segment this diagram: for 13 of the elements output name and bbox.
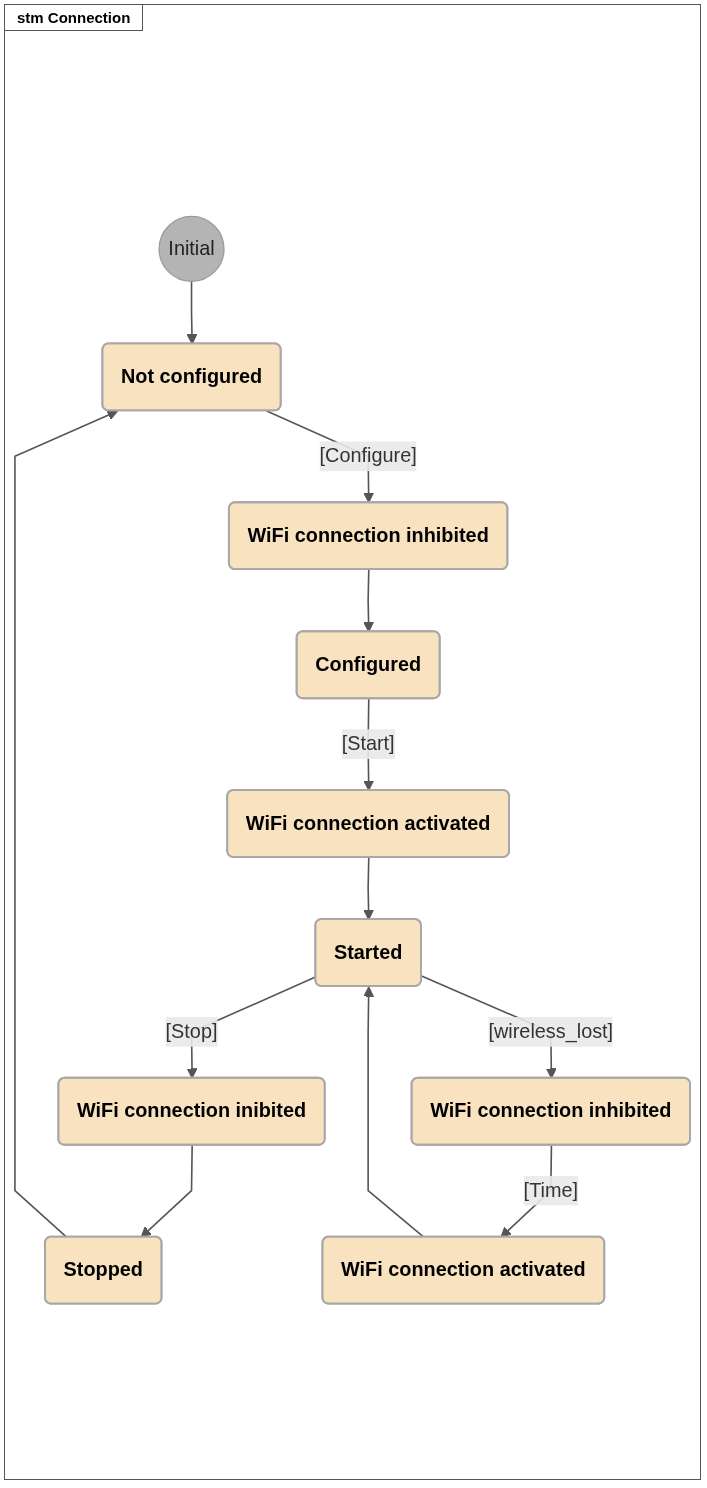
arrow: [140, 1144, 193, 1238]
node-circle: Initial: [158, 215, 225, 282]
edge-label: [wireless_lost]: [488, 1020, 614, 1042]
edge-label: [Start]: [341, 732, 395, 755]
arrow: [14, 410, 119, 1238]
arrow: [363, 856, 375, 921]
edge-label: [Time]: [523, 1179, 579, 1201]
arrow: [186, 280, 198, 345]
arrow: [363, 986, 425, 1238]
frame-title: stm Connection: [5, 5, 144, 31]
arrow: [363, 569, 375, 633]
edge-label: [Configure]: [319, 445, 417, 467]
edge-label: [Stop]: [165, 1020, 218, 1042]
